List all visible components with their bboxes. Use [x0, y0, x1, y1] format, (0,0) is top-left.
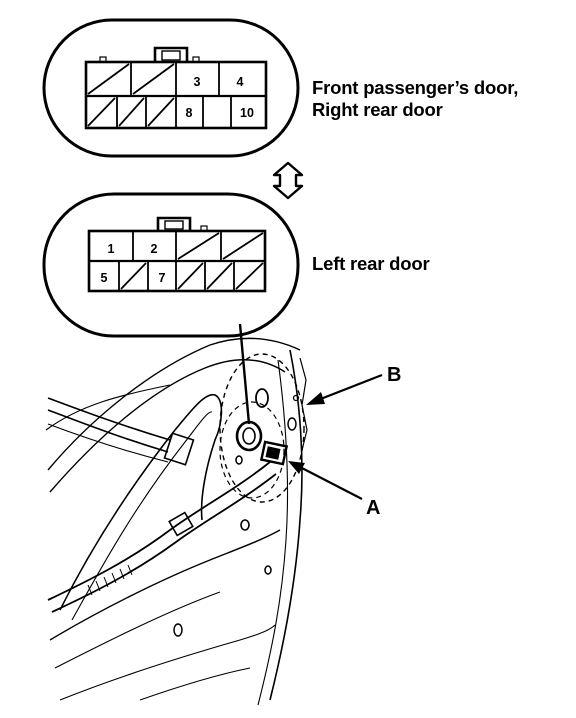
door-illustration [45, 337, 308, 706]
callout-b-arrow [306, 373, 383, 405]
bottom-pin-5: 5 [101, 271, 108, 285]
top-connector-label-line1: Front passenger’s door, [312, 77, 519, 98]
connector-leader-line [238, 323, 251, 425]
callout-a-arrow [288, 461, 363, 500]
callout-b-label: B [387, 364, 402, 386]
bottom-connector-label: Left rear door [312, 253, 430, 274]
top-connector [42, 18, 300, 158]
top-pin-10: 10 [240, 106, 254, 120]
top-connector-label-line2: Right rear door [312, 99, 443, 120]
bottom-pin-7: 7 [159, 271, 166, 285]
bottom-pin-2: 2 [151, 242, 158, 256]
bottom-pin-1: 1 [108, 242, 115, 256]
top-pin-8: 8 [186, 106, 193, 120]
top-connector-outline [42, 18, 300, 158]
callout-a-label: A [366, 497, 381, 519]
top-pin-3: 3 [194, 75, 201, 89]
bottom-connector [42, 192, 300, 338]
bottom-connector-outline [42, 192, 300, 338]
double-arrow-icon [272, 161, 304, 200]
top-pin-4: 4 [237, 75, 244, 89]
